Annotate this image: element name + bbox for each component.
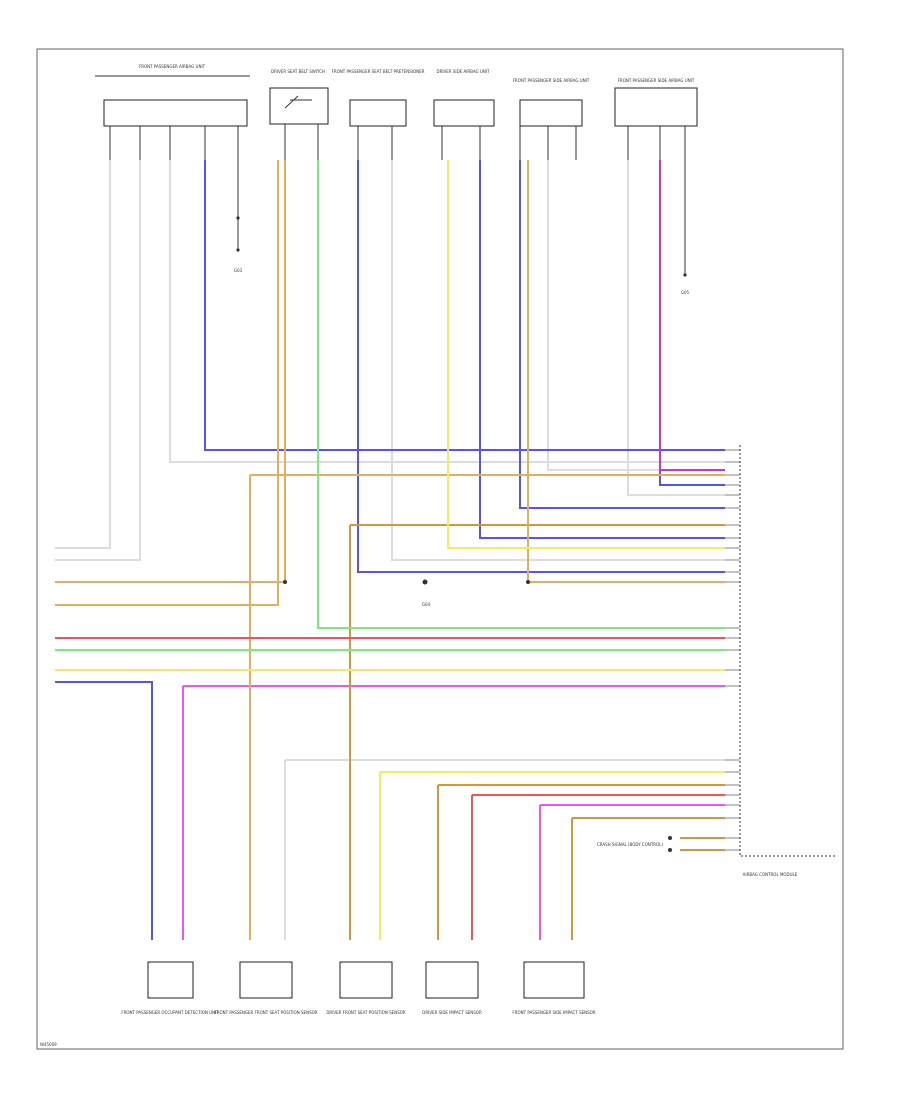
bottom-component-1-label: FRONT PASSENGER OCCUPANT DETECTION UNIT <box>121 1010 219 1015</box>
top-component-3-label: FRONT PASSENGER SEAT BELT PRETENSIONER <box>332 69 425 74</box>
top-connector-pins <box>109 124 686 160</box>
top-component-4-label: DRIVER SIDE AIRBAG UNIT <box>437 69 491 74</box>
crash-sensor-label: CRASH SIGNAL (BODY CONTROL) <box>597 842 664 847</box>
top-component-2: DRIVER SEAT BELT SWITCH <box>269 69 329 125</box>
bottom-component-2: FRONT PASSENGER FRONT SEAT POSITION SENS… <box>214 961 318 1015</box>
bottom-component-2-label: FRONT PASSENGER FRONT SEAT POSITION SENS… <box>214 1010 317 1015</box>
bottom-component-5: FRONT PASSENGER SIDE IMPACT SENSOR <box>512 961 596 1015</box>
ground-1-label: G03 <box>234 268 243 273</box>
ground-3-label: G05 <box>681 290 690 295</box>
wires <box>55 160 725 940</box>
bottom-component-1: FRONT PASSENGER OCCUPANT DETECTION UNIT <box>121 961 219 1015</box>
ground-3: G05 <box>681 160 690 295</box>
bottom-component-3: DRIVER FRONT SEAT POSITION SENSOR <box>326 961 406 1015</box>
airbag-control-module: AIRBAG CONTROL MODULE <box>725 445 835 877</box>
top-component-3: FRONT PASSENGER SEAT BELT PRETENSIONER <box>332 69 425 127</box>
splice-points <box>283 580 530 584</box>
top-component-6: FRONT PASSENGER SIDE AIRBAG UNIT <box>614 78 698 127</box>
figure-code: W45009 <box>40 1042 57 1047</box>
top-component-5: FRONT PASSENGER SIDE AIRBAG UNIT <box>513 78 590 127</box>
bottom-component-4: DRIVER SIDE IMPACT SENSOR <box>422 961 482 1015</box>
bottom-component-4-label: DRIVER SIDE IMPACT SENSOR <box>422 1010 482 1015</box>
bottom-component-3-label: DRIVER FRONT SEAT POSITION SENSOR <box>326 1010 406 1015</box>
top-component-1-label: FRONT PASSENGER AIRBAG UNIT <box>139 64 206 69</box>
top-component-5-label: FRONT PASSENGER SIDE AIRBAG UNIT <box>513 78 590 83</box>
crash-signal-connector: CRASH SIGNAL (BODY CONTROL) <box>597 836 672 852</box>
top-component-1: FRONT PASSENGER AIRBAG UNIT <box>95 64 250 127</box>
top-component-4: DRIVER SIDE AIRBAG UNIT <box>433 69 495 127</box>
top-component-2-label: DRIVER SEAT BELT SWITCH <box>271 69 325 74</box>
module-label: AIRBAG CONTROL MODULE <box>743 872 798 877</box>
ground-2-label: G04 <box>422 602 431 607</box>
top-component-6-label: FRONT PASSENGER SIDE AIRBAG UNIT <box>618 78 695 83</box>
ground-1: G03 <box>234 160 243 273</box>
bottom-component-5-label: FRONT PASSENGER SIDE IMPACT SENSOR <box>512 1010 595 1015</box>
ground-2: G04 <box>422 579 431 607</box>
